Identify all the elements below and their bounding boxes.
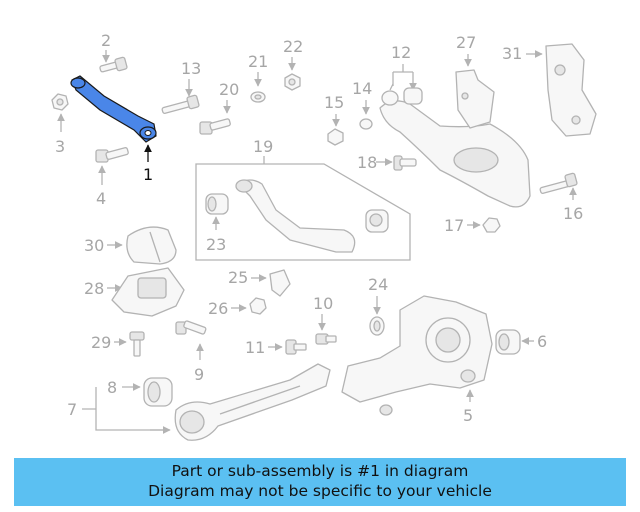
callout-4: 4	[96, 189, 106, 208]
callout-6: 6	[537, 332, 547, 351]
callout-31: 31	[502, 44, 522, 63]
bolt-part-20[interactable]	[199, 118, 231, 135]
callout-17: 17	[444, 216, 464, 235]
callout-19: 19	[253, 137, 273, 156]
callout-9: 9	[194, 365, 204, 384]
callout-7: 7	[67, 400, 77, 419]
callout-26: 26	[208, 299, 228, 318]
callout-25: 25	[228, 268, 248, 287]
callout-29: 29	[91, 333, 111, 352]
lower-control-arm-part-12[interactable]	[379, 87, 531, 208]
bolt-part-2[interactable]	[99, 56, 128, 73]
bushing-part-23[interactable]	[205, 193, 229, 215]
bolt-part-4[interactable]	[95, 147, 129, 163]
callout-28: 28	[84, 279, 104, 298]
washer-part-14[interactable]	[359, 118, 373, 130]
bolt-part-10[interactable]	[315, 333, 337, 345]
callout-12: 12	[391, 43, 411, 62]
callout-1: 1	[143, 165, 153, 184]
nut-part-26[interactable]	[249, 297, 267, 315]
bolt-part-29[interactable]	[129, 331, 145, 357]
bushing-part-8[interactable]	[143, 377, 173, 407]
bolt-part-11[interactable]	[285, 339, 307, 355]
callout-15: 15	[324, 93, 344, 112]
trailing-arm-part-7[interactable]	[174, 363, 331, 441]
bolt-part-9[interactable]	[175, 320, 207, 335]
info-banner: Part or sub-assembly is #1 in diagram Di…	[14, 458, 626, 506]
cushion-part-30[interactable]	[126, 226, 177, 265]
group-box-19	[195, 156, 411, 261]
callout-8: 8	[107, 378, 117, 397]
callout-27: 27	[456, 33, 476, 52]
callout-18: 18	[357, 153, 377, 172]
mount-part-28[interactable]	[111, 267, 185, 317]
bracket-part-31[interactable]	[545, 43, 597, 137]
callout-23: 23	[206, 235, 226, 254]
nut-part-3[interactable]	[51, 93, 69, 111]
nut-part-15[interactable]	[327, 128, 344, 146]
callout-24: 24	[368, 275, 388, 294]
washer-part-21[interactable]	[250, 91, 266, 103]
callout-3: 3	[55, 137, 65, 156]
bushing-part-6[interactable]	[495, 329, 521, 355]
seal-part-24[interactable]	[369, 316, 385, 336]
clip-part-25[interactable]	[269, 269, 291, 297]
callout-11: 11	[245, 338, 265, 357]
callout-20: 20	[219, 80, 239, 99]
upper-control-arm-part-19[interactable]	[235, 179, 356, 253]
callout-2: 2	[101, 31, 111, 50]
bolt-part-18[interactable]	[393, 155, 417, 171]
nut-part-22[interactable]	[284, 73, 301, 91]
lateral-link-part-1[interactable]	[70, 75, 157, 143]
banner-line-1: Part or sub-assembly is #1 in diagram	[171, 462, 469, 480]
callout-16: 16	[563, 204, 583, 223]
callout-13: 13	[181, 59, 201, 78]
callout-5: 5	[463, 406, 473, 425]
bushing-right-part-23[interactable]	[365, 209, 389, 233]
knuckle-part-5[interactable]	[341, 295, 493, 416]
callout-30: 30	[84, 236, 104, 255]
callout-10: 10	[313, 294, 333, 313]
callout-14: 14	[352, 79, 372, 98]
callout-22: 22	[283, 37, 303, 56]
long-bolt-part-13[interactable]	[161, 94, 200, 114]
banner-line-2: Diagram may not be specific to your vehi…	[148, 482, 492, 500]
nut-part-17[interactable]	[482, 217, 501, 233]
callout-21: 21	[248, 52, 268, 71]
bolt-part-16[interactable]	[539, 172, 578, 194]
bracket-part-27[interactable]	[455, 69, 495, 129]
